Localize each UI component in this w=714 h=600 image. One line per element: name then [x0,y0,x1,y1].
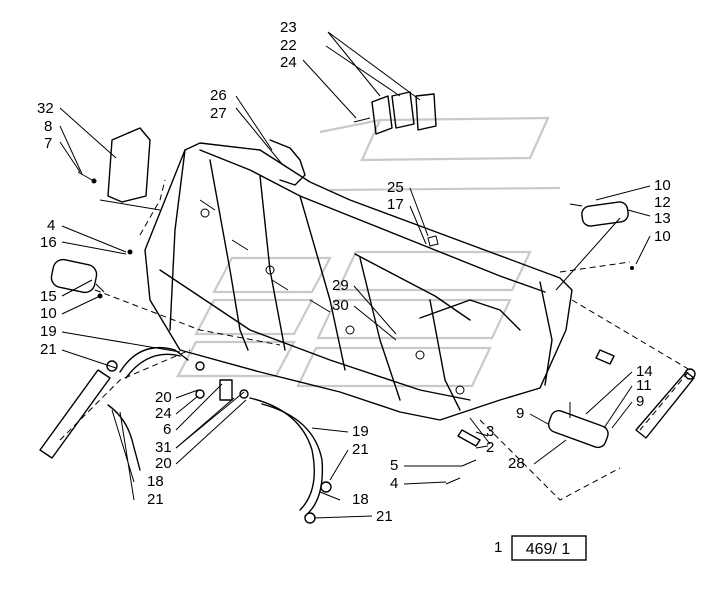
callout-18: 18 [352,491,369,508]
callout-9: 9 [516,405,524,422]
pin-cylinders [50,201,634,299]
reference-number: 469/ 1 [526,541,571,558]
callout-3: 3 [486,423,494,440]
callout-4: 4 [390,475,398,492]
callout-25: 25 [387,179,404,196]
small-hardware [427,235,491,485]
callout-24: 24 [155,405,172,422]
wear-pads [353,91,437,135]
callout-5: 5 [390,457,398,474]
callout-14: 14 [636,363,653,380]
callout-6: 6 [163,421,171,438]
callout-18: 18 [147,473,164,490]
callout-10: 10 [654,177,671,194]
reference-box: 469/ 1 [511,535,587,561]
callout-16: 16 [40,234,57,251]
callout-30: 30 [332,297,349,314]
callout-10: 10 [654,228,671,245]
callout-11: 11 [636,377,652,394]
callout-9: 9 [636,393,644,410]
leader-lines [59,31,651,519]
callout-21: 21 [376,508,393,525]
callout-24: 24 [280,54,297,71]
callout-26: 26 [210,87,227,104]
callout-labels: 23 22 24 26 27 32 8 7 25 17 10 12 13 10 … [37,19,671,556]
callout-13: 13 [654,210,671,227]
side-plate [77,127,161,211]
callout-22: 22 [280,37,297,54]
callout-27: 27 [210,105,227,122]
callout-10: 10 [40,305,57,322]
callout-21: 21 [40,341,57,358]
tooth-pin-assembly [547,368,696,449]
callout-31: 31 [155,439,172,456]
bucket-body [144,139,615,421]
callout-8: 8 [44,118,52,135]
callout-21: 21 [352,441,369,458]
watermark-logo [176,116,561,388]
callout-28: 28 [508,455,525,472]
callout-1: 1 [494,539,502,556]
assembly-lines [59,179,691,501]
callout-32: 32 [37,100,54,117]
callout-20: 20 [155,389,172,406]
callout-12: 12 [654,194,671,211]
callout-7: 7 [44,135,52,152]
hydraulic-hoses [39,346,332,524]
callout-21: 21 [147,491,164,508]
callout-19: 19 [352,423,369,440]
callout-20: 20 [155,455,172,472]
callout-19: 19 [40,323,57,340]
callout-17: 17 [387,196,404,213]
callout-23: 23 [280,19,297,36]
callout-29: 29 [332,277,349,294]
callout-15: 15 [40,288,57,305]
callout-4: 4 [47,217,55,234]
callout-2: 2 [486,439,494,456]
